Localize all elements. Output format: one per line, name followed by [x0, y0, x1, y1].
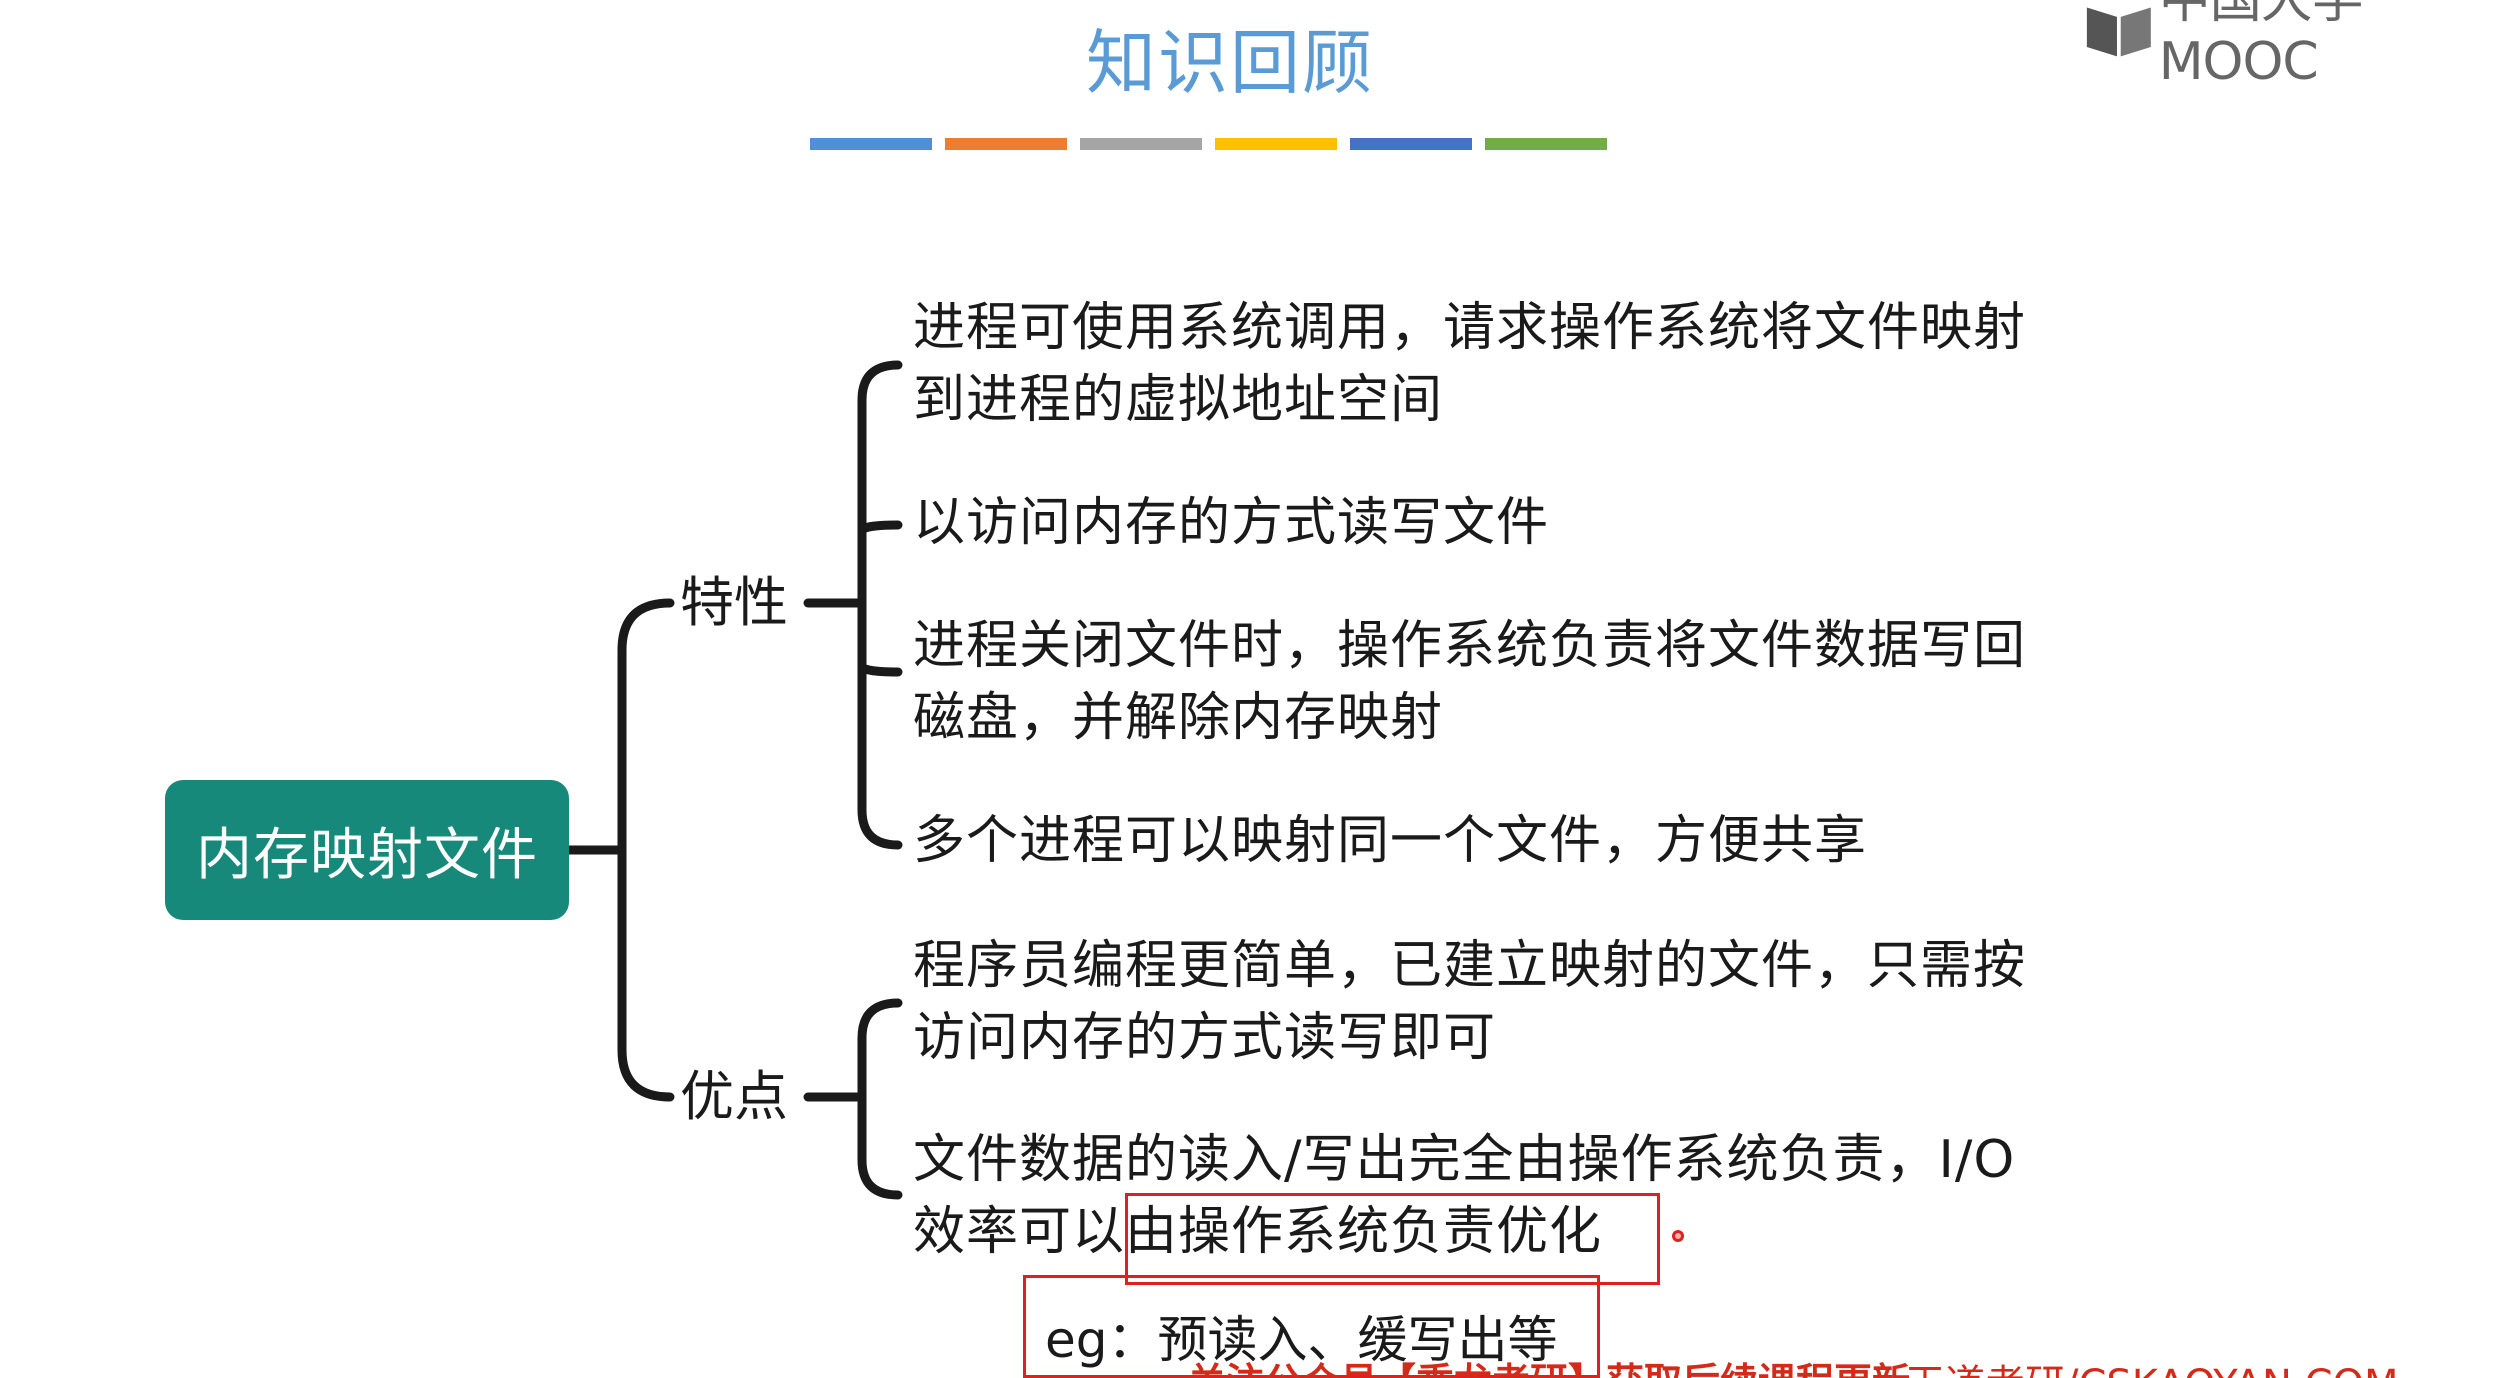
color-bar-6 [1485, 138, 1607, 150]
feature-item-1-line-1: 进程可使用系统调用，请求操作系统将文件映射 [913, 298, 2027, 358]
mooc-logo: 中国大学MOOC [2085, 0, 2500, 92]
feature-item-3-line-1: 进程关闭文件时，操作系统负责将文件数据写回 [913, 616, 2027, 676]
logo-text: 中国大学MOOC [2158, 0, 2364, 92]
branch1-tick-3 [857, 662, 903, 677]
laser-pointer-dot [1672, 1230, 1684, 1242]
root-label: 内存映射文件 [196, 822, 538, 888]
color-bar-4 [1215, 138, 1337, 150]
branch1-tick-2 [857, 520, 903, 535]
branch2-bracket [857, 998, 903, 1200]
feature-item-3-line-2: 磁盘，并解除内存映射 [913, 688, 1444, 748]
example-text: eg：预读入、缓写出等 [1045, 1311, 1558, 1369]
color-bar-5 [1350, 138, 1472, 150]
advantage-item-2-line-2: 效率可以由操作系统负责优化 [913, 1202, 1603, 1262]
branch-label-features: 特性 [680, 571, 788, 634]
root-node: 内存映射文件 [165, 780, 569, 920]
color-bar-1 [810, 138, 932, 150]
main-bracket [617, 598, 675, 1102]
feature-item-2: 以访问内存的方式读写文件 [913, 493, 1550, 553]
footer-promo: 关注公众号【乘龙考研】获取后续课程更新 [1188, 1362, 1910, 1378]
advantage-item-1-line-2: 访问内存的方式读写即可 [913, 1008, 1497, 1068]
highlight-box [1125, 1193, 1660, 1285]
advantage-item-1-line-1: 程序员编程更简单，已建立映射的文件，只需按 [913, 936, 2027, 996]
book-icon [2086, 7, 2151, 57]
example-box [1023, 1275, 1600, 1378]
feature-item-4: 多个进程可以映射同一个文件，方便共享 [913, 811, 1868, 871]
feature-item-1-line-2: 到进程的虚拟地址空间 [913, 370, 1444, 430]
advantage-item-2-line-1: 文件数据的读入/写出完全由操作系统负责，I/O [913, 1130, 2016, 1190]
branch1-bracket [857, 360, 903, 850]
color-bar-3 [1080, 138, 1202, 150]
branch-label-advantages: 优点 [680, 1065, 788, 1128]
slide-title: 知识回顾 [1086, 22, 1374, 104]
color-bar-2 [945, 138, 1067, 150]
footer-site: 王道考研/CSKAOYAN.COM [1905, 1365, 2399, 1378]
